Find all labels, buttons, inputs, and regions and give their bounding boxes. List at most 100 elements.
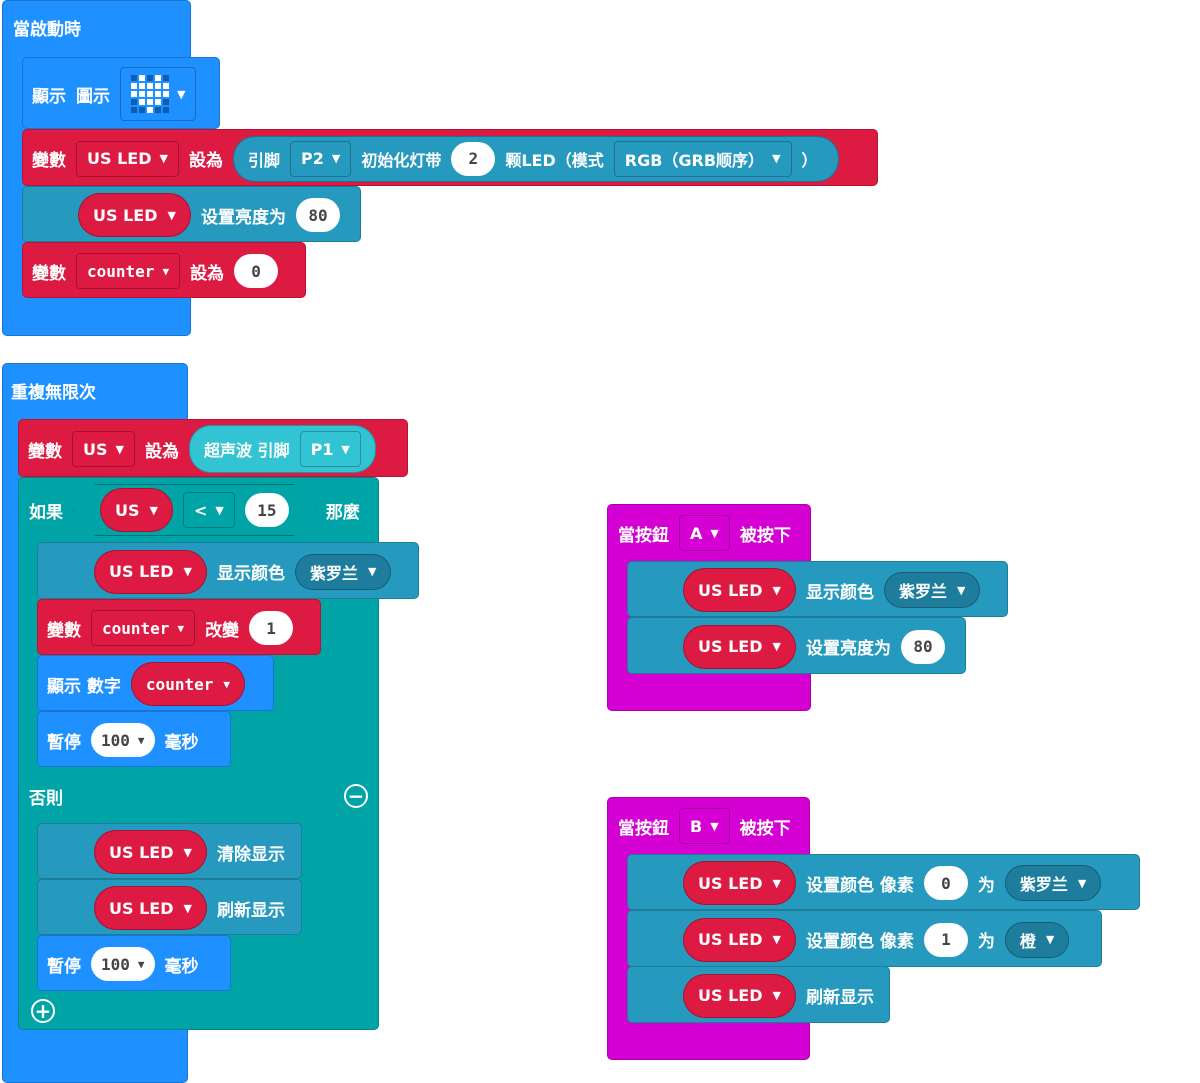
pin-label: 引脚 — [247, 150, 280, 170]
chevron-down-icon: ▼ — [772, 989, 781, 1002]
variable-reporter[interactable]: US LED▼ — [683, 624, 796, 669]
led-cell — [139, 107, 145, 113]
neopixel-create-reporter[interactable]: 引脚 P2▼ 初始化灯带 2 颗LED（模式 RGB（GRB顺序）▼ ） — [232, 135, 839, 182]
chevron-down-icon: ▼ — [710, 526, 719, 540]
set-us-block[interactable]: 變數 US▼ 設為 超声波 引脚 P1▼ — [18, 419, 408, 477]
heart-icon — [131, 75, 169, 113]
set-pixel-color-block[interactable]: US LED▼ 设置颜色 像素 0 为 紫罗兰▼ — [627, 854, 1140, 910]
brightness-input[interactable]: 80 — [900, 629, 945, 664]
comparison-block[interactable]: US▼ <▼ 15 — [73, 484, 316, 536]
pause-block[interactable]: 暫停 100▼ 毫秒 — [37, 935, 231, 991]
chevron-down-icon: ▼ — [137, 957, 145, 971]
set-brightness-block[interactable]: US LED▼ 设置亮度为 80 — [627, 617, 966, 674]
variable-dropdown[interactable]: counter▼ — [91, 610, 196, 646]
led-cell — [155, 75, 161, 81]
variable-reporter[interactable]: US LED▼ — [683, 568, 796, 612]
pause-dropdown[interactable]: 100▼ — [91, 723, 155, 757]
change-counter-block[interactable]: 變數 counter▼ 改變 1 — [37, 599, 321, 655]
color-dropdown[interactable]: 橙▼ — [1004, 921, 1070, 958]
variable-name: counter — [145, 674, 214, 694]
value-input[interactable]: 1 — [249, 611, 294, 645]
compare-value-input[interactable]: 15 — [245, 493, 289, 527]
variable-reporter[interactable]: US▼ — [100, 488, 173, 532]
show-color-block[interactable]: US LED▼ 显示颜色 紫罗兰▼ — [627, 561, 1008, 617]
led-cell — [163, 107, 169, 113]
pixel-index-input[interactable]: 1 — [923, 922, 968, 957]
set-pixel-color-block[interactable]: US LED▼ 设置颜色 像素 1 为 橙▼ — [627, 910, 1102, 967]
led-cell — [131, 99, 137, 105]
color-dropdown[interactable]: 紫罗兰▼ — [883, 572, 981, 608]
led-cell — [131, 91, 137, 97]
add-branch-icon[interactable]: + — [31, 999, 55, 1023]
icon-label: 圖示 — [76, 86, 110, 107]
set-brightness-block[interactable]: US LED▼ 设置亮度为 80 — [22, 186, 361, 242]
color-dropdown[interactable]: 紫罗兰▼ — [1004, 865, 1102, 901]
change-label: 改變 — [205, 620, 240, 641]
pause-block[interactable]: 暫停 100▼ 毫秒 — [37, 711, 231, 767]
variable-reporter[interactable]: US LED▼ — [683, 973, 796, 1018]
button-dropdown[interactable]: B▼ — [679, 808, 730, 844]
value-input[interactable]: 0 — [234, 254, 279, 288]
remove-else-icon[interactable]: − — [344, 784, 368, 808]
chevron-down-icon: ▼ — [341, 442, 350, 456]
led-cell — [139, 91, 145, 97]
chevron-down-icon: ▼ — [149, 503, 158, 517]
variable-name: US LED — [109, 898, 174, 918]
variable-reporter[interactable]: US LED▼ — [683, 861, 796, 905]
brightness-input[interactable]: 80 — [295, 198, 340, 232]
variable-name: US LED — [698, 873, 763, 893]
show-color-block[interactable]: US LED▼ 显示颜色 紫罗兰▼ — [37, 542, 419, 599]
led-count-input[interactable]: 2 — [451, 141, 496, 176]
led-cell — [139, 83, 145, 89]
dropdown-value: counter — [102, 618, 170, 638]
chevron-down-icon: ▼ — [772, 933, 781, 946]
icon-dropdown[interactable]: ▼ — [120, 67, 197, 121]
brightness-label: 设置亮度为 — [200, 207, 286, 228]
led-cell — [163, 91, 169, 97]
led-cell — [155, 107, 161, 113]
unit-label: 毫秒 — [164, 956, 199, 977]
chevron-down-icon: ▼ — [710, 819, 719, 833]
pin-dropdown[interactable]: P1▼ — [299, 431, 361, 467]
refresh-block[interactable]: US LED▼ 刷新显示 — [627, 966, 890, 1023]
button-dropdown[interactable]: A▼ — [679, 515, 730, 551]
show-icon-block[interactable]: 顯示 圖示 ▼ — [22, 57, 220, 129]
refresh-block[interactable]: US LED▼ 刷新显示 — [37, 879, 302, 935]
variable-name: US LED — [698, 637, 763, 656]
variable-reporter[interactable]: US LED▼ — [94, 886, 207, 930]
for-label: 为 — [977, 932, 995, 952]
dropdown-value: US — [83, 439, 108, 459]
operator-dropdown[interactable]: <▼ — [183, 492, 235, 528]
chevron-down-icon: ▼ — [1077, 876, 1087, 890]
variable-dropdown[interactable]: US▼ — [72, 431, 135, 467]
color-dropdown[interactable]: 紫罗兰▼ — [294, 553, 392, 590]
variable-dropdown[interactable]: US LED▼ — [76, 140, 179, 177]
led-cell — [131, 83, 137, 89]
ultrasonic-reporter[interactable]: 超声波 引脚 P1▼ — [188, 425, 376, 473]
pin-dropdown[interactable]: P2▼ — [289, 140, 352, 177]
variable-reporter[interactable]: US LED▼ — [94, 549, 207, 594]
pause-dropdown[interactable]: 100▼ — [91, 947, 155, 981]
chevron-down-icon: ▼ — [772, 152, 781, 165]
variable-dropdown[interactable]: counter▼ — [76, 253, 181, 289]
variable-reporter[interactable]: US LED▼ — [78, 193, 191, 237]
mode-dropdown[interactable]: RGB（GRB顺序） ▼ — [613, 140, 792, 177]
dropdown-value: US LED — [87, 149, 152, 168]
led-cell — [163, 83, 169, 89]
led-cell — [147, 83, 153, 89]
dropdown-value: RGB（GRB顺序） — [624, 150, 765, 170]
chevron-down-icon: ▼ — [367, 565, 377, 578]
variable-name: US LED — [698, 930, 763, 949]
led-cell — [147, 107, 153, 113]
chevron-down-icon: ▼ — [772, 583, 781, 597]
show-number-block[interactable]: 顯示 數字 counter▼ — [37, 655, 274, 711]
variable-reporter[interactable]: counter▼ — [130, 662, 245, 706]
set-counter-block[interactable]: 變數 counter▼ 設為 0 — [22, 242, 306, 298]
pixel-index-input[interactable]: 0 — [923, 866, 968, 900]
set-strip-block[interactable]: 變數 US LED▼ 設為 引脚 P2▼ 初始化灯带 2 颗LED（模式 RGB… — [22, 129, 878, 186]
variable-reporter[interactable]: US LED ▼ — [683, 917, 796, 962]
variable-reporter[interactable]: US LED▼ — [94, 830, 207, 874]
clear-block[interactable]: US LED▼ 清除显示 — [37, 823, 302, 879]
dropdown-value: B — [690, 816, 703, 836]
on-button-label: 當按鈕 — [618, 525, 669, 546]
